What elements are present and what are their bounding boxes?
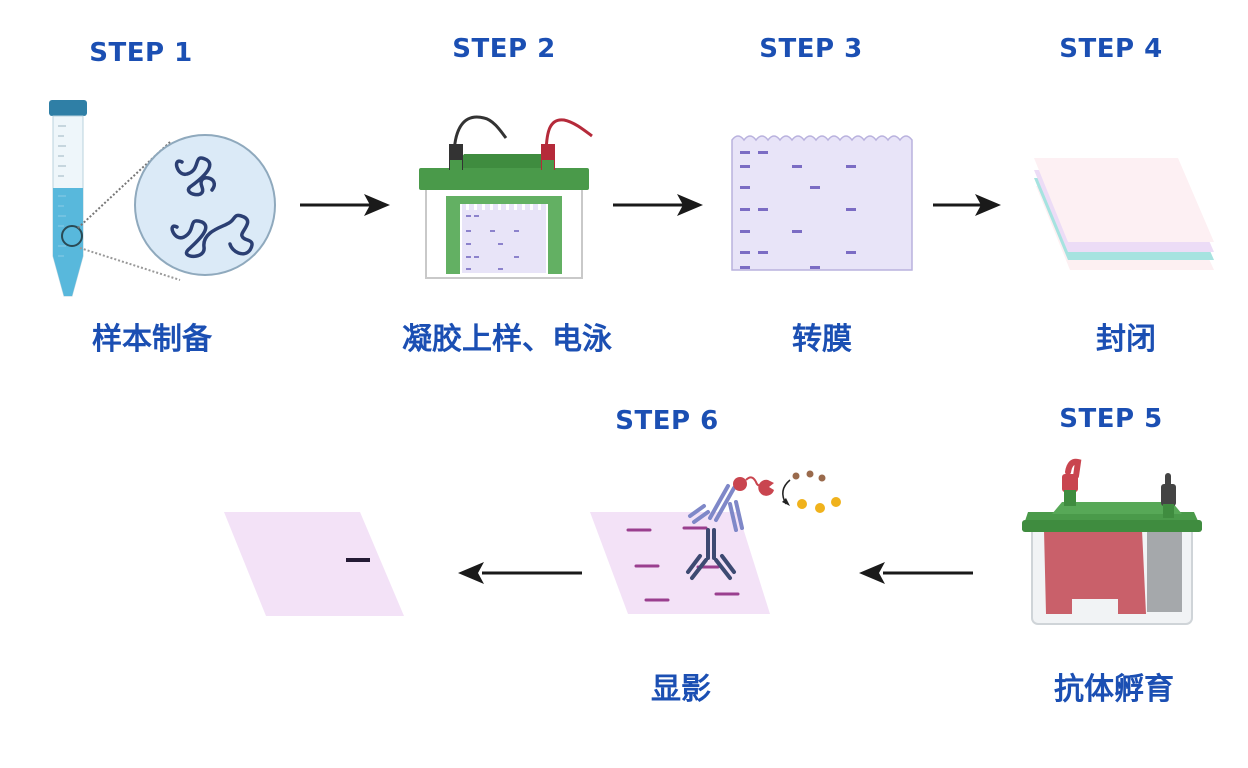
- detection-membrane-icon: [590, 470, 841, 614]
- arrow-right-icon: [933, 194, 1001, 216]
- step-3-title: STEP 3: [759, 34, 863, 64]
- arrow-right-icon: [300, 194, 390, 216]
- step-4-label: 封闭: [1096, 322, 1156, 357]
- step-5-label: 抗体孵育: [1054, 672, 1174, 707]
- centrifuge-tube-icon: [49, 100, 87, 297]
- electrophoresis-tank-icon: [419, 115, 593, 279]
- step-1-title: STEP 1: [89, 38, 193, 68]
- step-5-title: STEP 5: [1059, 404, 1163, 434]
- dna-magnified-icon: [134, 134, 276, 276]
- transfer-membrane-icon: [731, 135, 913, 271]
- step-2-title: STEP 2: [452, 34, 556, 64]
- step-3-label: 转膜: [792, 322, 852, 357]
- blocking-membrane-stack-icon: [1034, 158, 1214, 270]
- incubation-tank-icon: [1022, 458, 1202, 625]
- developed-blot-result-icon: [224, 512, 404, 616]
- step-6-label: 显影: [651, 672, 711, 707]
- arrow-right-icon: [613, 194, 703, 216]
- step-1-label: 样本制备: [92, 322, 212, 357]
- step-6-title: STEP 6: [615, 406, 719, 436]
- arrow-left-icon: [859, 562, 973, 584]
- step-4-title: STEP 4: [1059, 34, 1163, 64]
- step-2-label: 凝胶上样、电泳: [402, 322, 612, 357]
- arrow-left-icon: [458, 562, 582, 584]
